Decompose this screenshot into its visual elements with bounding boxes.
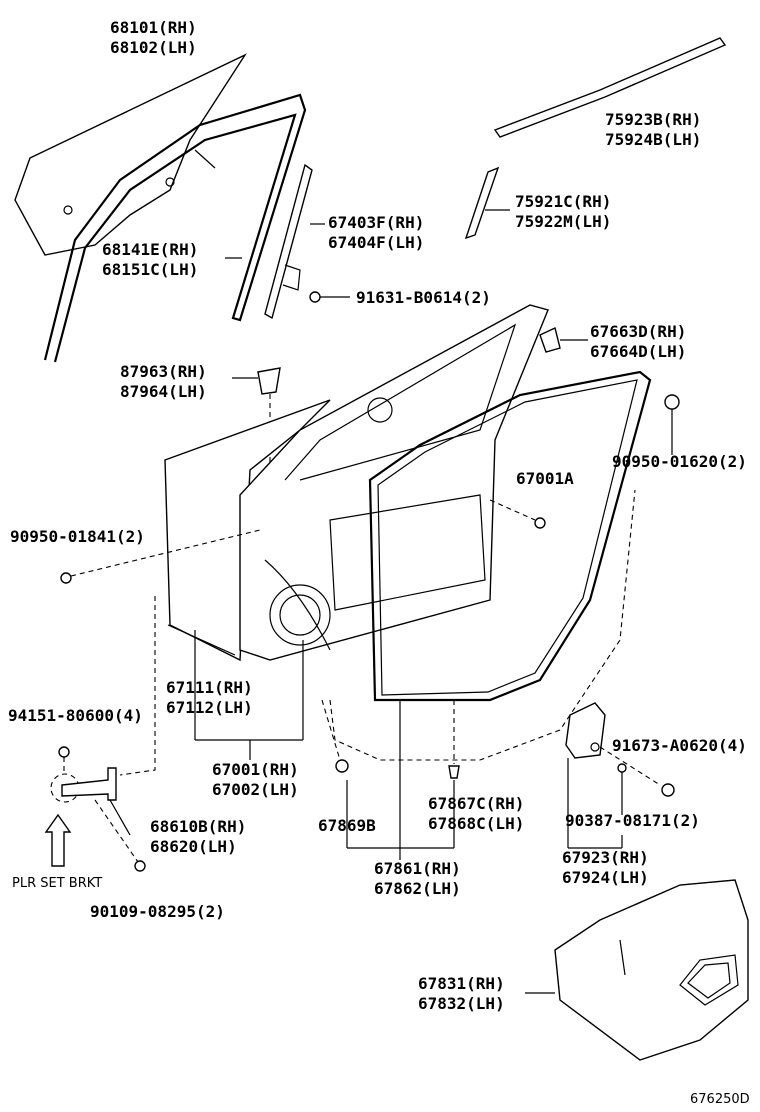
label-screw-90387: 90387-08171(2) — [565, 811, 700, 830]
label-plug-90950-01620: 90950-01620(2) — [612, 452, 747, 471]
label-roof-moulding-rh: 75923B(RH) — [605, 110, 702, 129]
plug-90950-01620 — [664, 394, 680, 410]
label-glass-rh: 68101(RH) — [110, 18, 197, 37]
label-bolt-90109: 90109-08295(2) — [90, 902, 225, 921]
cover-87963 — [257, 367, 281, 395]
plug-90950-01841 — [60, 572, 72, 584]
label-outer-panel-rh: 67111(RH) — [166, 678, 253, 697]
label-run-channel-rh: 68141E(RH) — [102, 240, 199, 259]
label-rear-channel: 67403F(RH)67404F(LH) — [328, 213, 424, 253]
cover-67663 — [539, 327, 561, 353]
figure-id: 676250D — [690, 1092, 750, 1107]
label-clip-67867c-rh: 67867C(RH) — [428, 794, 525, 813]
door-check — [61, 767, 117, 801]
bracket-67923 — [565, 702, 606, 759]
label-rear-channel-lh: 67404F(LH) — [328, 233, 425, 252]
clip-67001a — [534, 517, 546, 529]
label-rear-channel-rh: 67403F(RH) — [328, 213, 425, 232]
label-door-assy-lh: 67002(LH) — [212, 780, 299, 799]
label-clip-67867c-lh: 67868C(LH) — [428, 814, 525, 833]
label-weatherstrip-lh: 67862(LH) — [374, 879, 461, 898]
roof-moulding — [493, 37, 727, 138]
label-run-channel: 68141E(RH)68151C(LH) — [102, 240, 198, 280]
pillar-garnish — [464, 166, 500, 240]
label-weatherstrip-rh: 67861(RH) — [374, 859, 461, 878]
label-trim-67831-rh: 67831(RH) — [418, 974, 505, 993]
label-door-check: 68610B(RH)68620(LH) — [150, 817, 246, 857]
label-pillar-garnish: 75921C(RH)75922M(LH) — [515, 192, 611, 232]
door-outer-panel — [164, 399, 331, 662]
label-glass: 68101(RH)68102(LH) — [110, 18, 197, 58]
label-cover-67663-lh: 67664D(LH) — [590, 342, 687, 361]
trim-67831 — [554, 879, 749, 1061]
clip-67867c — [448, 765, 460, 779]
label-door-assy-rh: 67001(RH) — [212, 760, 299, 779]
label-plug-90950-01841: 90950-01841(2) — [10, 527, 145, 546]
label-bracket-67923: 67923(RH)67924(LH) — [562, 848, 649, 888]
label-door-check-rh: 68610B(RH) — [150, 817, 247, 836]
label-pillar-garnish-rh: 75921C(RH) — [515, 192, 612, 211]
label-pillar-garnish-lh: 75922M(LH) — [515, 212, 612, 231]
label-cover-87963-rh: 87963(RH) — [120, 362, 207, 381]
label-outer-panel-lh: 67112(LH) — [166, 698, 253, 717]
label-glass-lh: 68102(LH) — [110, 38, 197, 57]
label-bolt-94151: 94151-80600(4) — [8, 706, 143, 725]
screw-90387 — [617, 763, 627, 773]
label-bolt-91631: 91631-B0614(2) — [356, 288, 491, 307]
door-frame — [239, 304, 549, 661]
clip-67869b — [335, 759, 349, 773]
plr-arrow — [44, 813, 72, 867]
bolt-91631 — [309, 291, 321, 303]
label-outer-panel: 67111(RH)67112(LH) — [166, 678, 253, 718]
screw-91673 — [661, 783, 675, 797]
label-bracket-67923-lh: 67924(LH) — [562, 868, 649, 887]
label-run-channel-lh: 68151C(LH) — [102, 260, 199, 279]
label-trim-67831: 67831(RH)67832(LH) — [418, 974, 505, 1014]
door-glass — [14, 53, 247, 256]
weatherstrip — [368, 370, 652, 702]
label-cover-87963: 87963(RH)87964(LH) — [120, 362, 207, 402]
label-clip-67869b: 67869B — [318, 816, 376, 835]
rear-channel — [264, 163, 313, 320]
label-cover-67663: 67663D(RH)67664D(LH) — [590, 322, 686, 362]
label-roof-moulding: 75923B(RH)75924B(LH) — [605, 110, 701, 150]
label-cover-87963-lh: 87964(LH) — [120, 382, 207, 401]
bolt-90109 — [134, 860, 146, 872]
label-clip-67001a: 67001A — [516, 469, 574, 488]
label-weatherstrip: 67861(RH)67862(LH) — [374, 859, 461, 899]
label-screw-91673: 91673-A0620(4) — [612, 736, 747, 755]
label-cover-67663-rh: 67663D(RH) — [590, 322, 687, 341]
label-plr-set-brkt: PLR SET BRKT — [12, 876, 103, 891]
run-channel — [43, 93, 307, 363]
bolt-94151 — [58, 746, 70, 758]
label-trim-67831-lh: 67832(LH) — [418, 994, 505, 1013]
label-door-assy: 67001(RH)67002(LH) — [212, 760, 299, 800]
label-bracket-67923-rh: 67923(RH) — [562, 848, 649, 867]
label-roof-moulding-lh: 75924B(LH) — [605, 130, 702, 149]
label-clip-67867c: 67867C(RH)67868C(LH) — [428, 794, 524, 834]
label-door-check-lh: 68620(LH) — [150, 837, 237, 856]
